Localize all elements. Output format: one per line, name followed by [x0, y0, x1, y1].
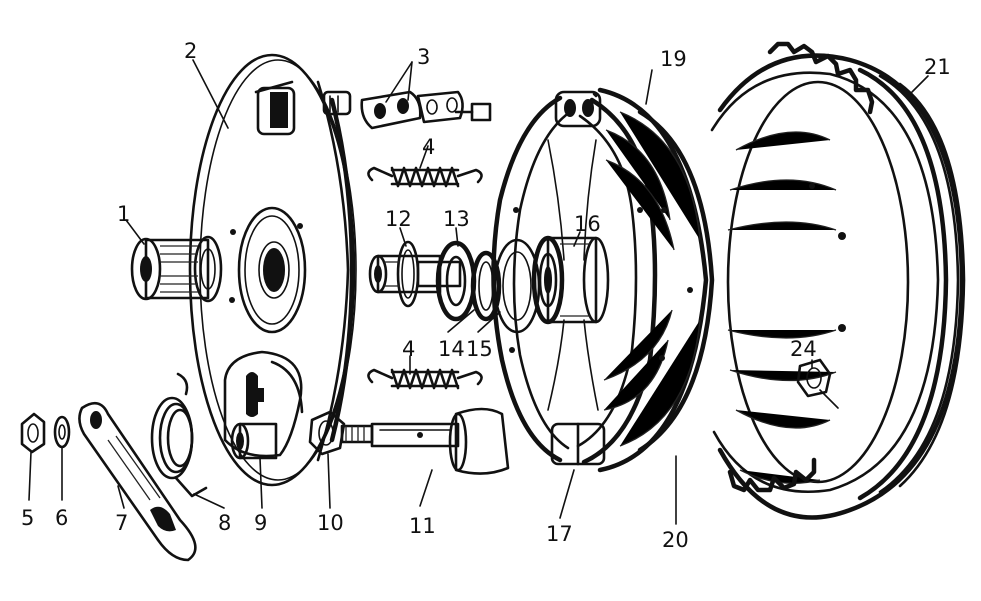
label-part-14: 14 [438, 337, 465, 361]
label-part-17: 17 [546, 522, 573, 546]
washer-13-drawing [435, 240, 477, 322]
label-part-9: 9 [254, 511, 267, 535]
label-part-15: 15 [466, 337, 493, 361]
nut-24-drawing [796, 358, 832, 398]
label-part-24: 24 [790, 337, 817, 361]
label-part-13: 13 [443, 207, 470, 231]
washer-6-drawing [53, 415, 71, 449]
label-part-6: 6 [55, 506, 68, 530]
label-part-12: 12 [385, 207, 412, 231]
bush-drawing [130, 235, 223, 303]
label-part-3: 3 [417, 45, 430, 69]
nut-5-drawing [20, 412, 46, 454]
label-part-20: 20 [662, 528, 689, 552]
brake-drum-drawing [592, 87, 715, 473]
label-part-7: 7 [115, 511, 128, 535]
spring-bottom-drawing [367, 368, 483, 390]
cam-spindle-drawing [230, 388, 278, 460]
label-part-10: 10 [317, 511, 344, 535]
sprocket-drawing [710, 41, 966, 520]
label-part-21: 21 [924, 55, 951, 79]
label-part-5: 5 [21, 506, 34, 530]
lever-drawing [78, 401, 197, 562]
label-part-4b: 4 [402, 337, 415, 361]
spring-top-drawing [367, 166, 483, 188]
part-labels: 1 2 3 4 4 5 6 7 8 9 10 11 12 13 14 15 16… [21, 39, 951, 552]
label-part-11: 11 [409, 514, 436, 538]
pivot-plates-drawing [360, 90, 492, 130]
label-part-4a: 4 [422, 135, 435, 159]
label-part-8: 8 [218, 511, 231, 535]
label-part-19: 19 [660, 47, 687, 71]
adjuster-drawing [308, 407, 510, 475]
label-part-1: 1 [117, 202, 130, 226]
backplate-drawing [188, 53, 357, 487]
leader-lines [28, 59, 929, 525]
bearing-drawing [531, 235, 610, 325]
return-spring-drawing [150, 372, 208, 498]
label-part-16: 16 [574, 212, 601, 236]
label-part-2: 2 [184, 39, 197, 63]
